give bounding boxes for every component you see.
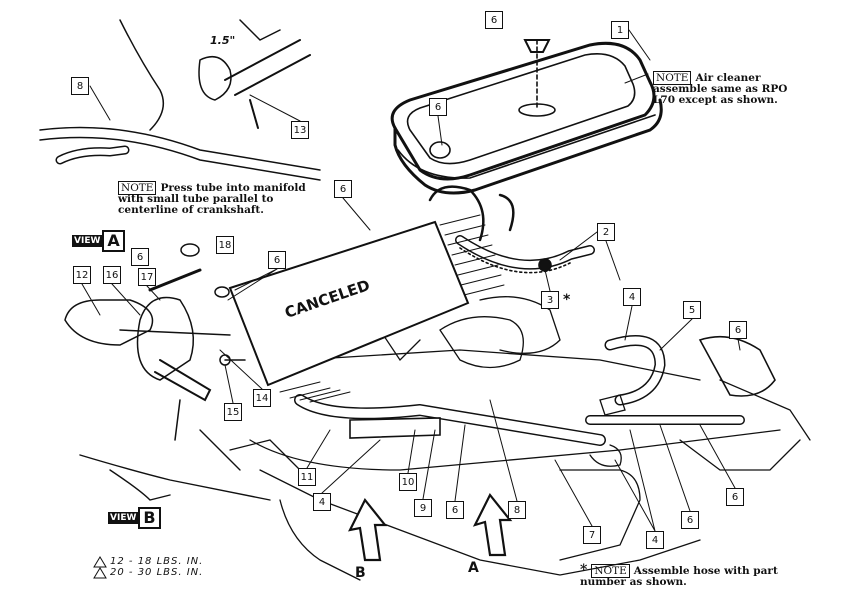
note-text: Assemble hose with part number as shown. — [580, 565, 778, 588]
part-callout: 10 — [399, 473, 417, 491]
part-callout: 9 — [414, 499, 432, 517]
part-callout: 7 — [583, 526, 601, 544]
torque-spec-1: 12 - 18 LBS. IN. — [110, 556, 204, 567]
view-a-detail — [64, 243, 246, 441]
star-marker: * — [563, 292, 571, 308]
part-callout: 1 — [611, 21, 629, 39]
part-callout: 12 — [73, 266, 91, 284]
part-callout: 2 — [597, 223, 615, 241]
part-callout: 6 — [729, 321, 747, 339]
part-callout: 6 — [446, 501, 464, 519]
torque-spec-2: 20 - 30 LBS. IN. — [110, 567, 204, 578]
hatching — [279, 214, 505, 403]
star-marker: * — [580, 562, 588, 578]
part-callout: 6 — [429, 98, 447, 116]
leader-lines — [81, 29, 741, 532]
air-cleaner-drawing — [390, 39, 663, 195]
part-callout: 4 — [623, 288, 641, 306]
part-callout: 14 — [253, 389, 271, 407]
part-callout: 6 — [485, 11, 503, 29]
arrow-b-icon — [348, 497, 388, 562]
torque-triangle-1-icon — [93, 556, 107, 568]
arrow-a-icon — [472, 492, 513, 557]
part-callout: 18 — [216, 236, 234, 254]
note-text: Press tube into manifold with small tube… — [118, 182, 306, 216]
note-tag: NOTE — [118, 181, 157, 195]
part-callout: 6 — [726, 488, 744, 506]
part-callout: 15 — [224, 403, 242, 421]
part-callout: 6 — [268, 251, 286, 269]
part-callout: 11 — [298, 468, 316, 486]
dimension-label: 1.5" — [210, 34, 236, 47]
view-b-detail — [79, 429, 271, 501]
part-callout: 8 — [508, 501, 526, 519]
manifold-tube-detail — [39, 19, 321, 181]
part-callout: 4 — [313, 493, 331, 511]
part-callout: 6 — [334, 180, 352, 198]
canceled-box — [228, 220, 470, 387]
part-callout: 8 — [71, 77, 89, 95]
part-callout: 6 — [131, 248, 149, 266]
part-callout: 5 — [683, 301, 701, 319]
part-callout: 13 — [291, 121, 309, 139]
arrow-a-label: A — [468, 560, 479, 576]
part-callout: 3 — [541, 291, 559, 309]
hose-drawings — [294, 185, 776, 446]
view-letter: A — [102, 230, 125, 252]
view-letter: B — [138, 507, 161, 529]
part-callout: 6 — [681, 511, 699, 529]
view-prefix: VIEW — [72, 235, 103, 247]
note-tag: NOTE — [653, 71, 692, 85]
part-callout: 17 — [138, 268, 156, 286]
part-callout: 4 — [646, 531, 664, 549]
arrow-b-label: B — [355, 565, 366, 581]
note-tag: NOTE — [591, 564, 630, 578]
view-prefix: VIEW — [108, 512, 139, 524]
torque-triangle-2-icon — [93, 567, 107, 579]
note-text: Air cleaner assemble same as RPO L70 exc… — [653, 72, 788, 106]
part-callout: 16 — [103, 266, 121, 284]
